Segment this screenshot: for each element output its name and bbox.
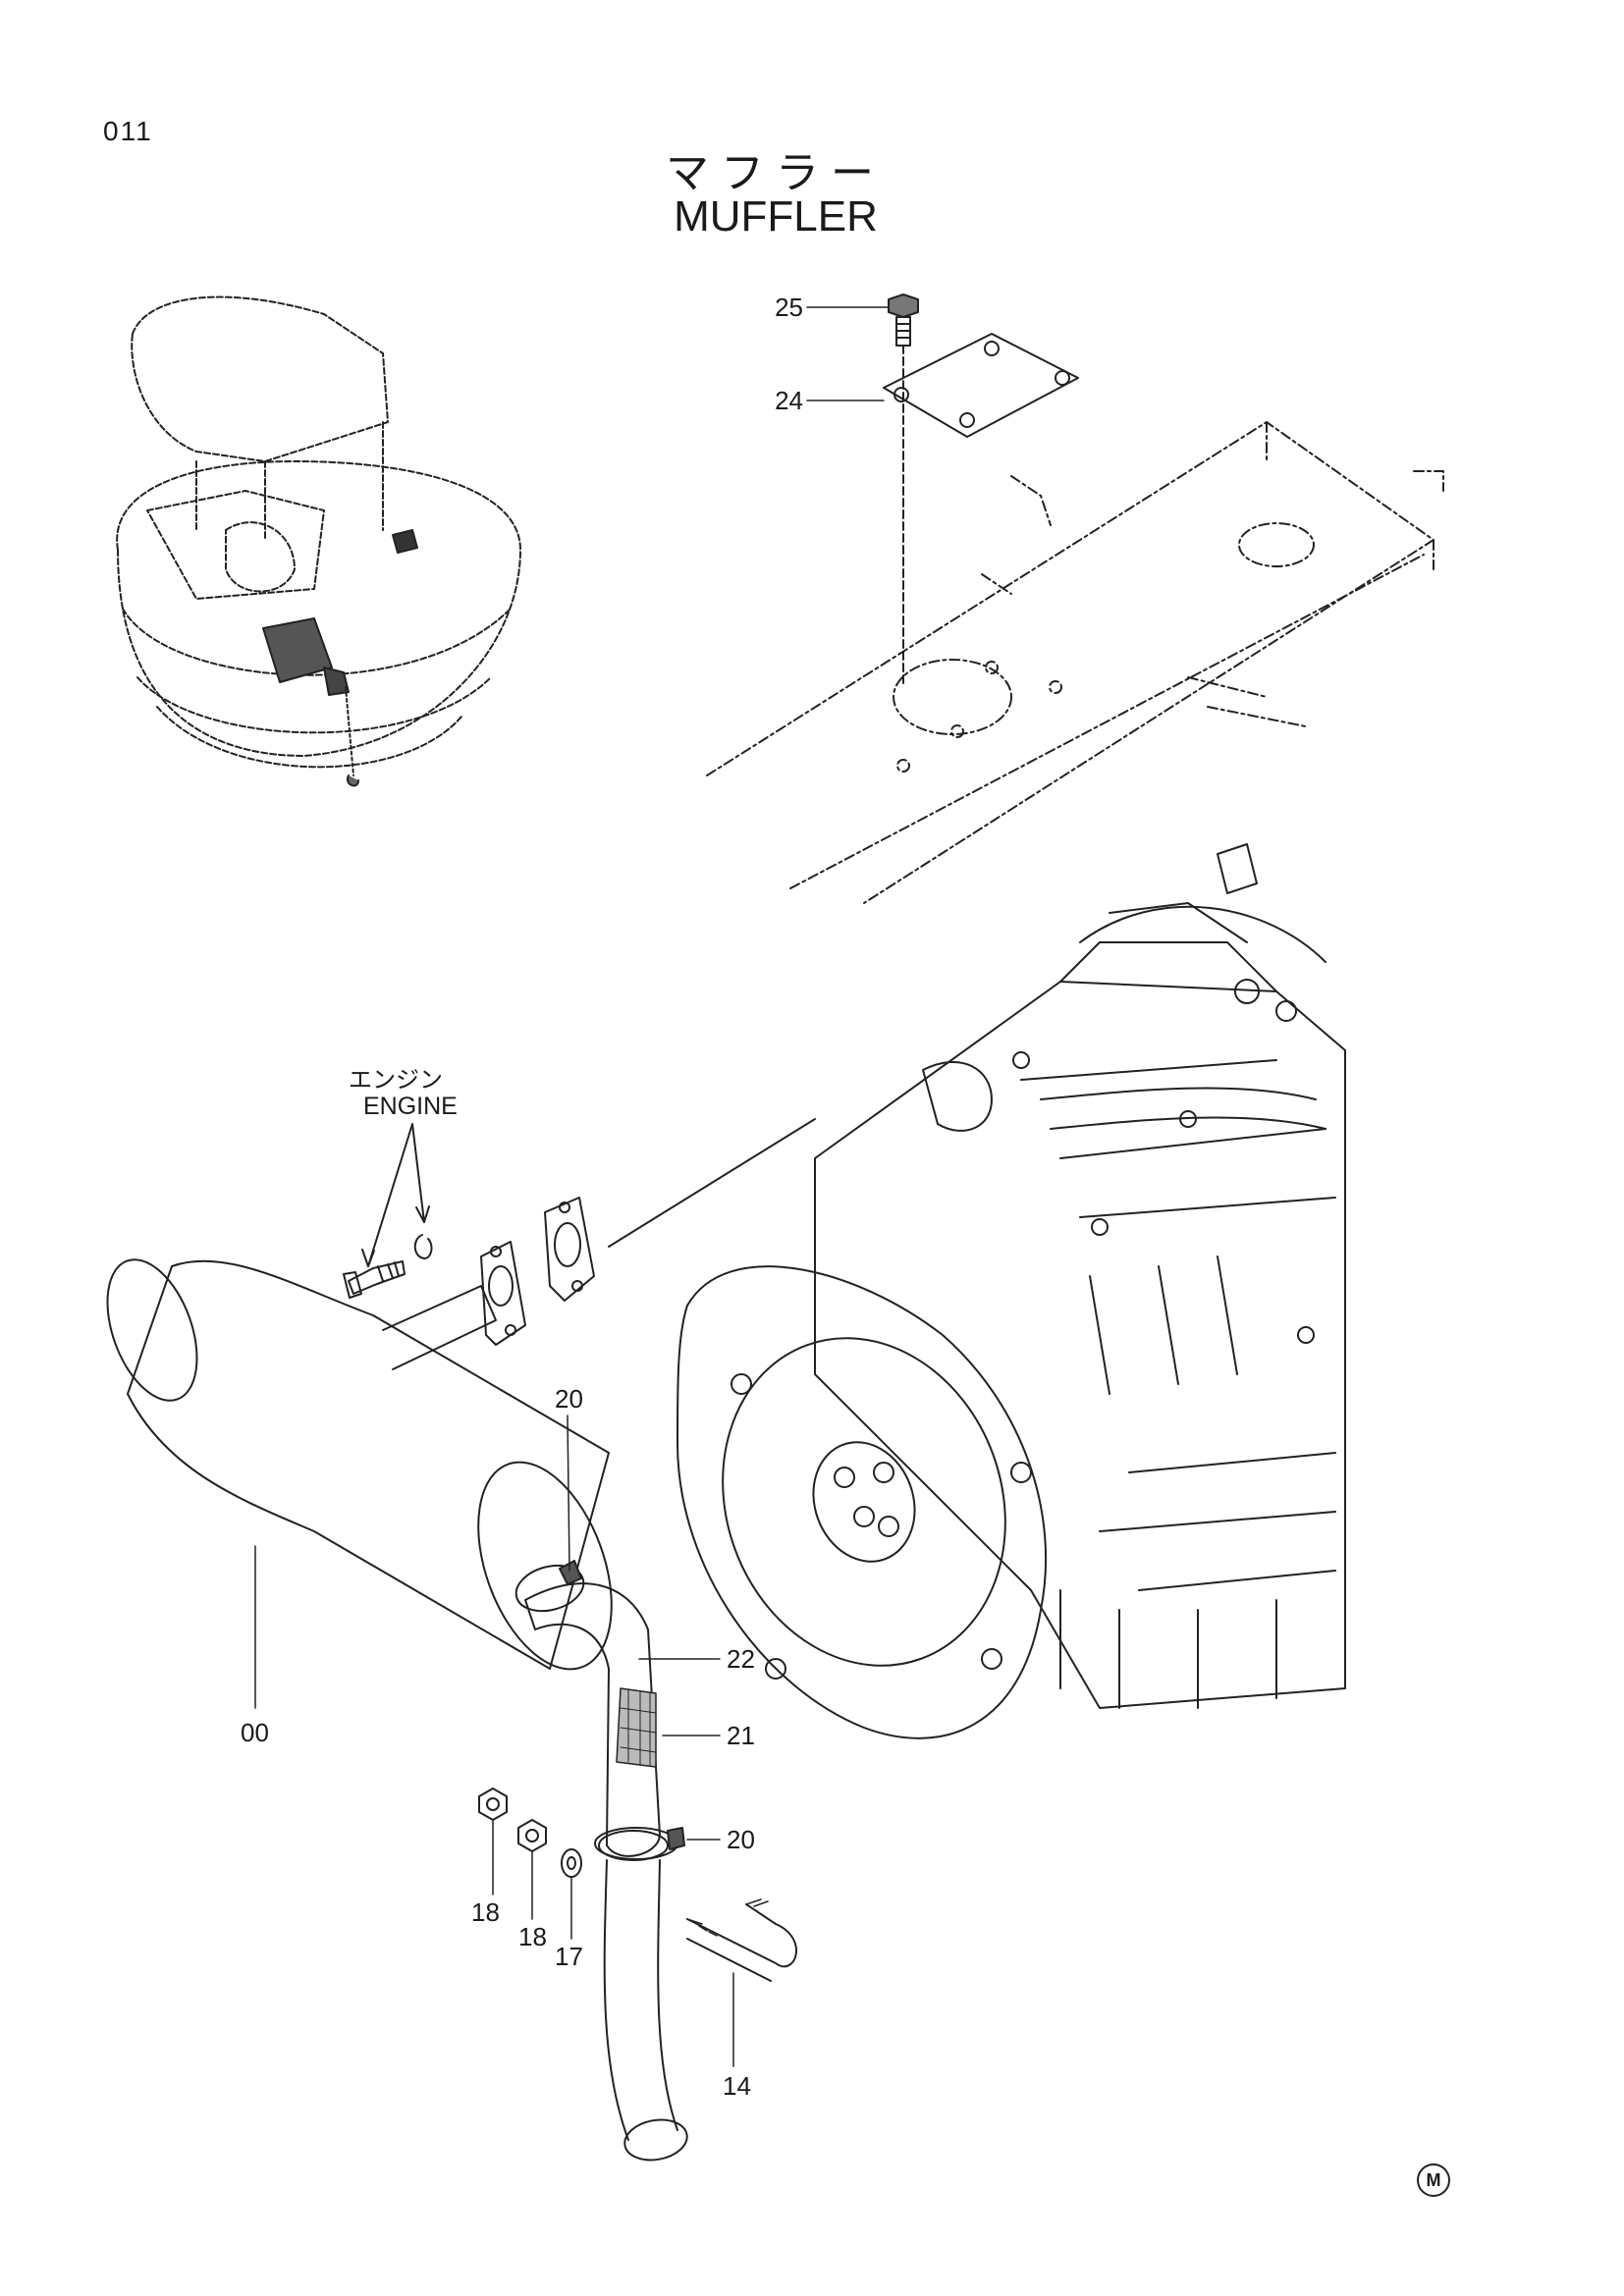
u-bolt: [686, 1898, 797, 1982]
lock-washer: [413, 1234, 433, 1259]
hose-clamp-lower: [594, 1827, 685, 1860]
callout-00: 00: [241, 1718, 269, 1747]
exhaust-gasket: [544, 1197, 595, 1302]
engine-block: [814, 843, 1346, 1709]
hose-clamp-upper: [514, 1560, 585, 1613]
machine-overview: [116, 295, 521, 769]
callout-24: 24: [775, 386, 803, 415]
flange-bolt: [343, 1260, 406, 1299]
title-english: MUFFLER: [674, 192, 878, 240]
title-japanese: マフラー: [666, 148, 886, 198]
page-number: 011: [103, 116, 153, 146]
engine-label-english: ENGINE: [363, 1093, 458, 1120]
callout-22: 22: [727, 1644, 755, 1674]
callout-20-upper: 20: [555, 1384, 583, 1414]
nut-right: [517, 1819, 547, 1852]
muffler-flange: [480, 1241, 526, 1346]
washer: [561, 1848, 582, 1878]
callout-25: 25: [775, 293, 803, 322]
callout-14: 14: [723, 2071, 751, 2101]
muffler-body: [106, 1258, 613, 1671]
flywheel-housing: [677, 1265, 1048, 1739]
manufacturer-mark: M: [1417, 2163, 1450, 2197]
callout-18-right: 18: [518, 1922, 547, 1951]
callout-leaders: [254, 306, 890, 2067]
engine-label-japanese: エンジン: [349, 1066, 443, 1094]
cover-plate: [883, 333, 1079, 438]
callout-20-lower: 20: [727, 1825, 755, 1854]
leader-gasket-engine: [608, 1118, 816, 1248]
callout-17: 17: [555, 1942, 583, 1971]
callout-18-left: 18: [471, 1897, 500, 1927]
bolt-part: [888, 294, 919, 347]
frame-rail: [706, 421, 1444, 904]
machine-muffler-highlight: [262, 529, 418, 787]
nut-left: [478, 1788, 508, 1821]
engine-callout-arrows: [361, 1123, 430, 1267]
callout-21: 21: [727, 1721, 755, 1750]
tail-pipe: [524, 1582, 688, 2162]
